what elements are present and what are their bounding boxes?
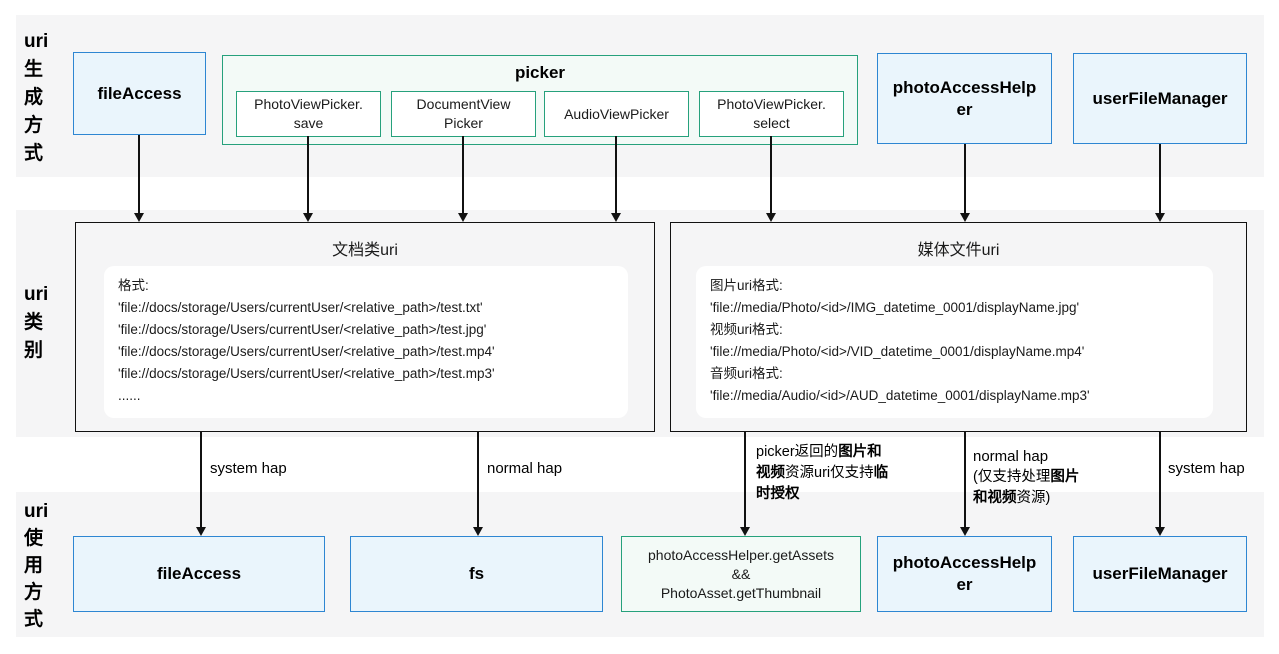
arrow-audioviewpicker-to-doc-uri: [611, 136, 620, 222]
box-photoviewpicker-select: PhotoViewPicker.select: [699, 91, 844, 137]
doc-uri-formats: 格式:'file://docs/storage/Users/currentUse…: [104, 266, 628, 418]
media-uri-formats: 图片uri格式:'file://media/Photo/<id>/IMG_dat…: [696, 266, 1213, 418]
arrow-doc-uri-to-fileaccess: [196, 432, 205, 536]
box-gen-fileaccess: fileAccess: [73, 52, 206, 135]
box-doc-uri: 文档类uri 格式:'file://docs/storage/Users/cur…: [75, 222, 655, 432]
box-picker-group: picker PhotoViewPicker.save DocumentView…: [222, 55, 858, 145]
box-media-uri: 媒体文件uri 图片uri格式:'file://media/Photo/<id>…: [670, 222, 1247, 432]
edge-label-normal-hap-right: normal hap (仅支持处理图片和视频资源): [973, 446, 1083, 509]
picker-group-title: picker: [514, 63, 566, 82]
arrow-fileaccess-to-doc-uri: [134, 135, 143, 222]
box-photoviewpicker-save: PhotoViewPicker.save: [236, 91, 381, 137]
arrow-media-uri-to-getassets: [740, 432, 749, 536]
doc-uri-title: 文档类uri: [332, 242, 398, 259]
arrow-photoaccesshelper-to-media-uri: [960, 144, 969, 222]
edge-label-system-hap-left: system hap: [210, 460, 287, 477]
arrow-photoviewpicker-save-to-doc-uri: [303, 136, 312, 222]
arrow-userfilemanager-to-media-uri: [1155, 144, 1164, 222]
edge-label-system-hap-right: system hap: [1168, 460, 1245, 477]
box-use-fs: fs: [350, 536, 603, 612]
arrow-doc-uri-to-fs: [473, 432, 482, 536]
box-gen-userfilemanager: userFileManager: [1073, 53, 1247, 144]
edge-label-picker-temp-auth: picker返回的图片和视频资源uri仅支持临时授权: [756, 444, 889, 502]
box-gen-photoaccesshelper: photoAccessHelper: [877, 53, 1052, 144]
box-use-getassets-getthumbnail: photoAccessHelper.getAssets&&PhotoAsset.…: [621, 536, 861, 612]
arrow-documentviewpicker-to-doc-uri: [458, 136, 467, 222]
box-use-photoaccesshelper: photoAccessHelper: [877, 536, 1052, 612]
arrow-photoviewpicker-select-to-media-uri: [766, 136, 775, 222]
box-audioviewpicker: AudioViewPicker: [544, 91, 689, 137]
edge-label-normal-hap-right-line1: normal hap: [973, 448, 1049, 465]
box-use-userfilemanager: userFileManager: [1073, 536, 1247, 612]
arrow-media-uri-to-userfilemanager: [1155, 432, 1164, 536]
box-use-fileaccess: fileAccess: [73, 536, 325, 612]
edge-label-normal-hap-right-line2: (仅支持处理图片和视频资源): [973, 469, 1080, 506]
media-uri-title: 媒体文件uri: [917, 242, 1000, 259]
arrow-media-uri-to-photoaccesshelper: [960, 432, 969, 536]
edge-label-normal-hap-left: normal hap: [487, 460, 563, 477]
